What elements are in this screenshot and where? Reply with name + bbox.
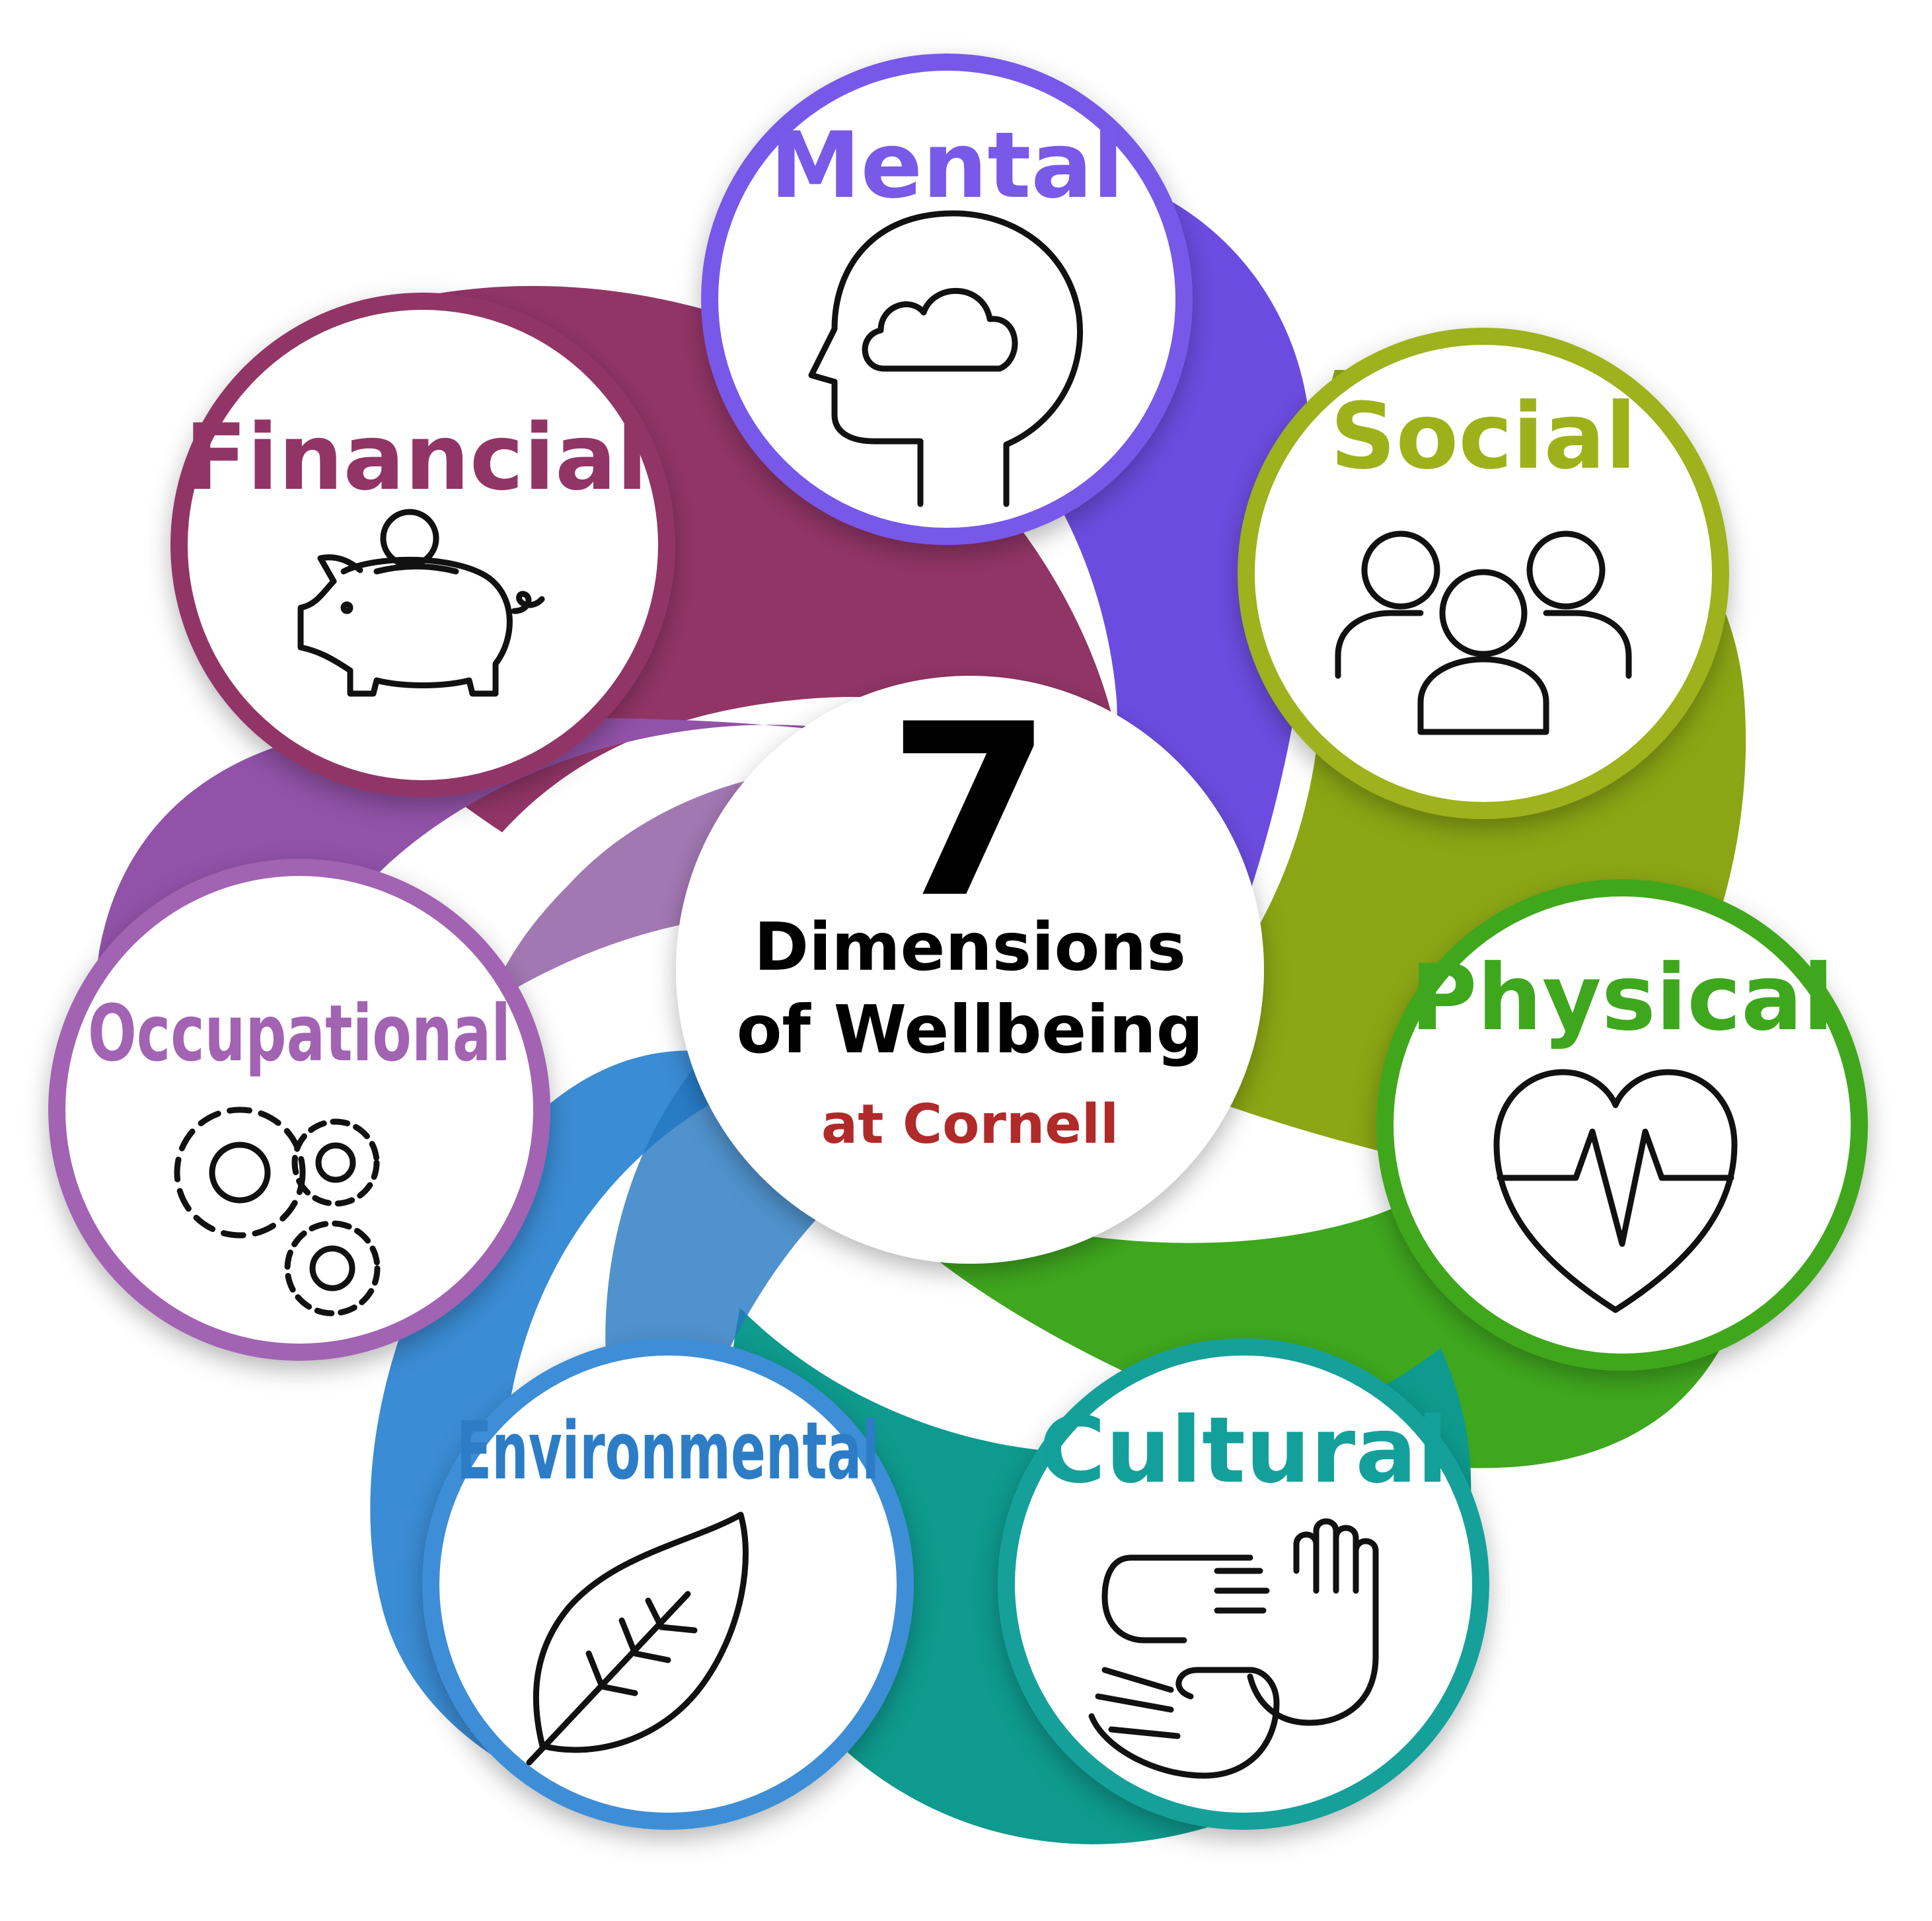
people-group-icon bbox=[1335, 530, 1632, 735]
piggy-bank-icon bbox=[297, 509, 545, 697]
circle-cultural[interactable]: Cultural bbox=[998, 1338, 1489, 1830]
center-subtitle: at Cornell bbox=[821, 1093, 1119, 1156]
label-financial: Financial bbox=[185, 404, 648, 511]
gears-icon bbox=[174, 1106, 381, 1317]
label-cultural: Cultural bbox=[1039, 1397, 1448, 1504]
label-mental: Mental bbox=[770, 112, 1124, 219]
circle-environmental[interactable]: Environmental bbox=[422, 1338, 914, 1830]
circle-physical[interactable]: Physical bbox=[1376, 879, 1868, 1371]
circle-social[interactable]: Social bbox=[1238, 328, 1729, 819]
hands-icon bbox=[1088, 1518, 1379, 1779]
center-circle: 7 Dimensions of Wellbeing at Cornell bbox=[676, 673, 1264, 1264]
center-title-line1: Dimensions bbox=[754, 908, 1186, 986]
leaf-icon bbox=[526, 1511, 749, 1766]
center-number: 7 bbox=[887, 673, 1053, 950]
label-physical: Physical bbox=[1410, 945, 1834, 1051]
label-social: Social bbox=[1330, 383, 1637, 489]
circle-occupational[interactable]: Occupational bbox=[48, 859, 550, 1361]
label-environmental: Environmental bbox=[457, 1406, 879, 1498]
head-cloud-icon bbox=[808, 210, 1083, 507]
heart-pulse-icon bbox=[1493, 1069, 1738, 1313]
label-occupational: Occupational bbox=[88, 988, 511, 1079]
circle-mental[interactable]: Mental bbox=[701, 54, 1193, 545]
center-title-line2: of Wellbeing bbox=[737, 991, 1204, 1068]
circle-financial[interactable]: Financial bbox=[170, 293, 675, 797]
